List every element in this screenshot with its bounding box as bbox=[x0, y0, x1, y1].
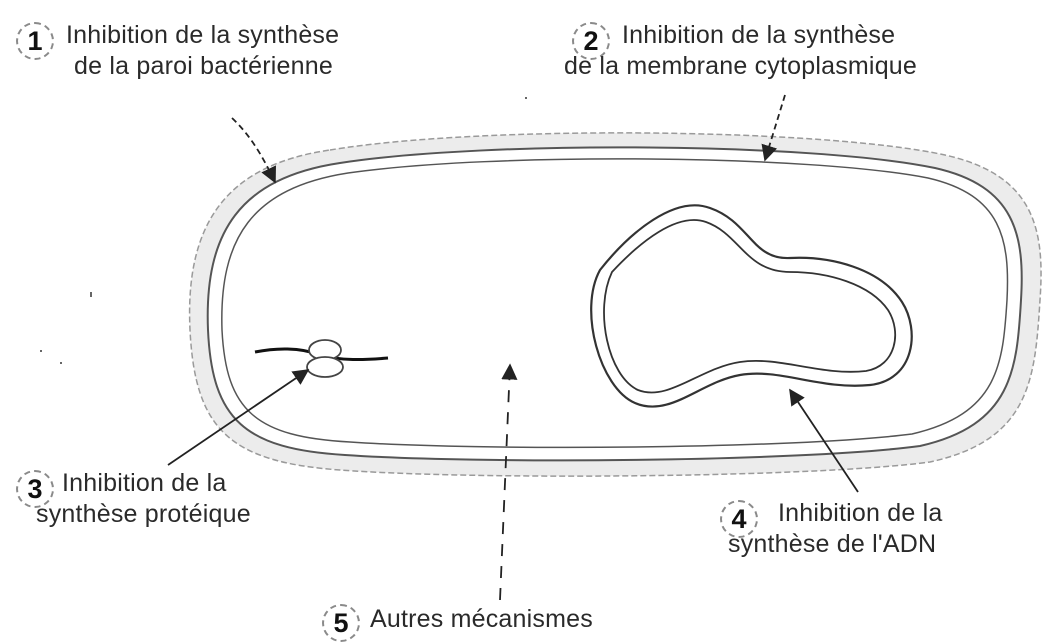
label-1-line2: de la paroi bactérienne bbox=[66, 51, 339, 82]
label-1-line1: Inhibition de la synthèse bbox=[66, 20, 339, 51]
label-1-number: 1 bbox=[16, 22, 54, 60]
label-4-line1: Inhibition de la bbox=[778, 498, 942, 529]
label-5-line1: Autres mécanismes bbox=[370, 604, 593, 635]
label-5-text: Autres mécanismes bbox=[370, 604, 593, 635]
label-2-line1: Inhibition de la synthèse bbox=[622, 20, 917, 51]
label-5-number: 5 bbox=[322, 604, 360, 642]
label-2-text: Inhibition de la synthèse de la membrane… bbox=[622, 20, 917, 82]
cytoplasmic-membrane bbox=[208, 147, 1022, 460]
label-3-line1: Inhibition de la bbox=[62, 468, 251, 499]
label-4-line2: synthèse de l'ADN bbox=[728, 529, 942, 560]
label-3-text: Inhibition de la synthèse protéique bbox=[62, 468, 251, 530]
label-1-text: Inhibition de la synthèse de la paroi ba… bbox=[66, 20, 339, 82]
label-2-line2: de la membrane cytoplasmique bbox=[564, 51, 917, 82]
label-4-text: Inhibition de la synthèse de l'ADN bbox=[778, 498, 942, 560]
label-3-line2: synthèse protéique bbox=[36, 499, 251, 530]
